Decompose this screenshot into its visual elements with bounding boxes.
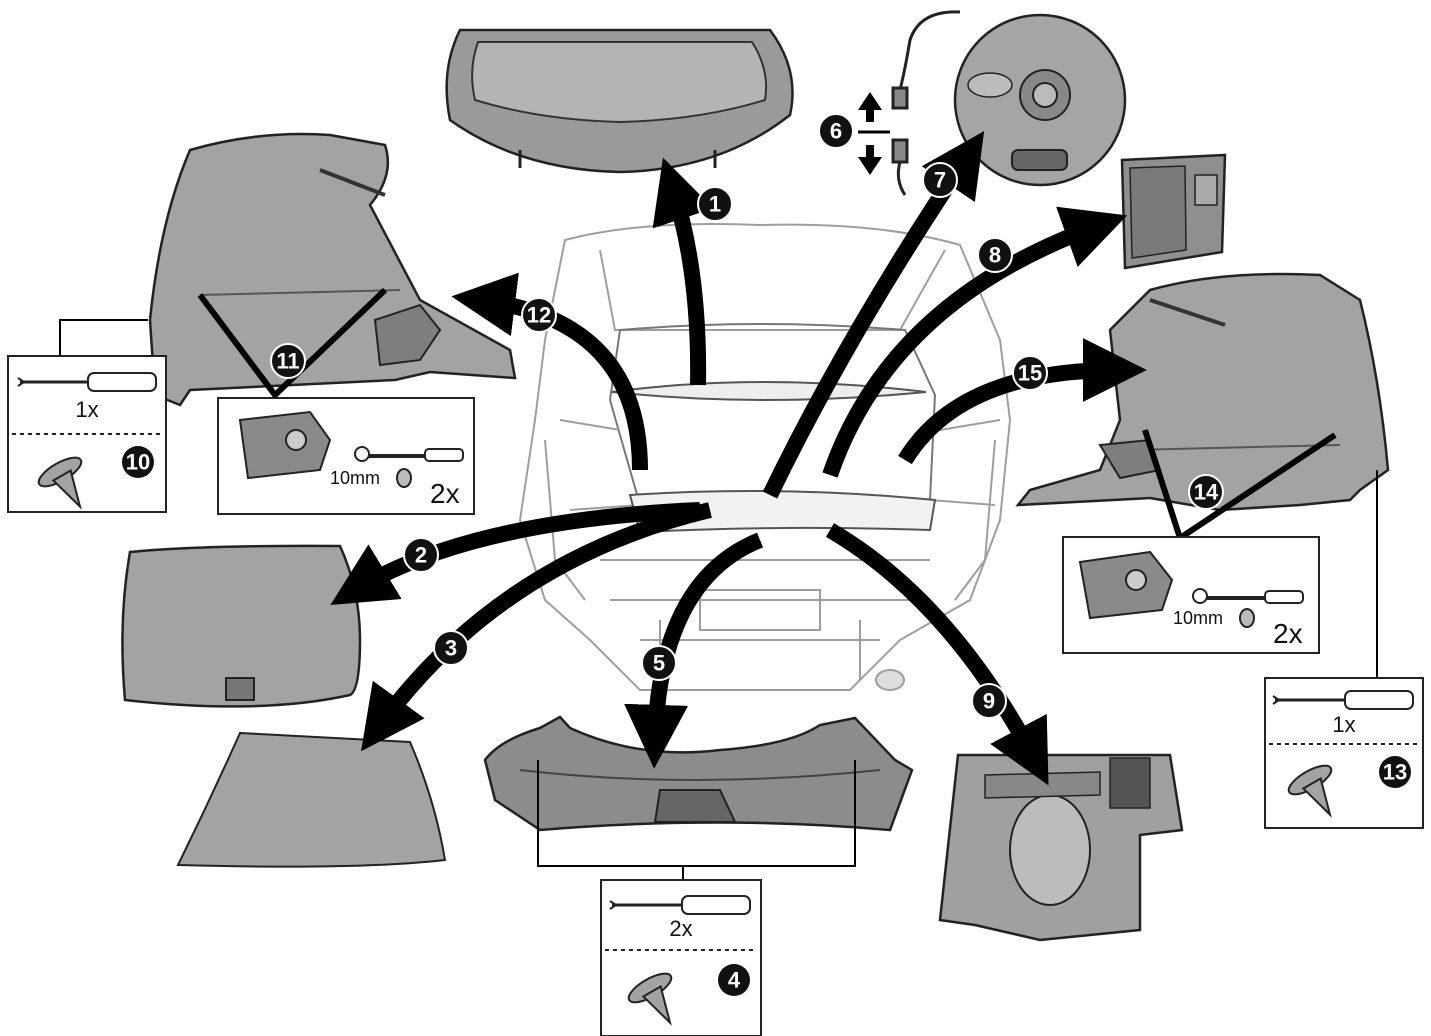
fastener-box-right: 10mm 2x [1063,537,1319,653]
step-badge-1: 1 [709,192,721,217]
step-badge-3: 3 [445,636,457,661]
arrow-12 [480,300,640,470]
tool-box-left: 1x 10 [8,356,166,519]
step-badge-15: 15 [1018,361,1042,386]
tool-qty-left: 1x [75,397,98,422]
tool-qty-bottom: 2x [669,916,692,941]
fastener-count-right: 2x [1273,618,1303,649]
step-badge-12: 12 [527,303,551,328]
arrow-8 [830,225,1100,475]
disconnect-arrows-icon [858,92,890,175]
trim-bracket-icon [1080,552,1172,618]
fastener-count-left: 2x [430,478,460,509]
socket-size-left: 10mm [330,468,380,488]
step-badge-13: 13 [1383,760,1407,785]
step-badge-6: 6 [830,119,842,144]
part-subwoofer-disc [955,15,1125,185]
trim-bracket-icon [240,412,330,478]
part-cargo-mat [178,733,445,867]
part-spare-wheel-tray [940,755,1182,940]
part-storage-cover [1122,155,1225,268]
socket-icon [1240,609,1254,627]
tool-qty-right: 1x [1332,712,1355,737]
tool-box-right: 1x 13 [1265,678,1423,828]
step-badge-10: 10 [126,450,150,475]
step-badge-4: 4 [728,968,741,993]
step-badge-11: 11 [276,349,299,374]
arrow-15 [905,370,1118,460]
fastener-box-left: 10mm 2x [218,398,474,514]
step-badge-9: 9 [983,689,995,714]
part-left-quarter-trim [150,134,515,405]
step-badge-8: 8 [989,243,1001,268]
step-badge-5: 5 [653,651,665,676]
socket-icon [397,469,411,487]
part-floor-board [122,546,360,707]
socket-size-right: 10mm [1173,608,1223,628]
tool-box-bottom: 2x 4 [601,880,761,1036]
part-parcel-shelf [447,30,793,172]
part-boot-sill-trim [485,717,912,830]
step-badge-7: 7 [934,168,946,193]
step-badge-2: 2 [415,543,427,568]
step-badge-14: 14 [1194,480,1219,505]
arrow-1 [672,185,698,385]
